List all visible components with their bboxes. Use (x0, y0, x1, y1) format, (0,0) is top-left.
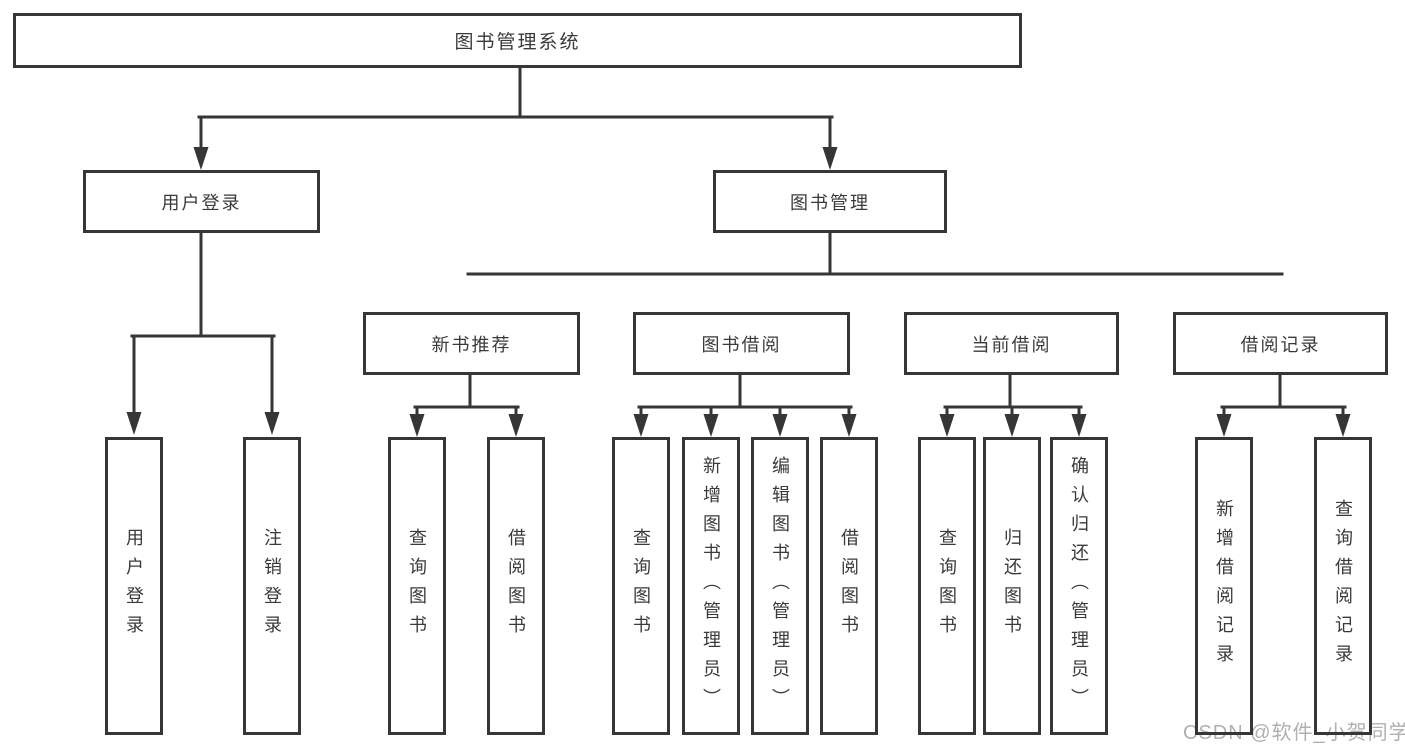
leaf-current-return-books-label: 归还图书 (1002, 528, 1022, 644)
leaf-records-add-record-label: 新增借阅记录 (1214, 499, 1234, 673)
leaf-recommend-borrow-books-label: 借阅图书 (506, 528, 526, 644)
leaf-borrowing-add-books-admin-label: 新增图书（管理员） (701, 455, 721, 717)
node-new-book-recommend: 新书推荐 (363, 312, 580, 375)
node-user-login-label: 用户登录 (161, 192, 242, 213)
leaf-recommend-query-books-label: 查询图书 (407, 528, 427, 644)
leaf-current-query-books-label: 查询图书 (937, 528, 957, 644)
leaf-records-add-record: 新增借阅记录 (1195, 437, 1253, 735)
leaf-recommend-query-books: 查询图书 (388, 437, 446, 735)
leaf-records-query-record: 查询借阅记录 (1314, 437, 1372, 735)
leaf-login-logout: 注销登录 (243, 437, 301, 735)
leaf-borrowing-query-books-label: 查询图书 (631, 528, 651, 644)
leaf-current-query-books: 查询图书 (918, 437, 976, 735)
leaf-recommend-borrow-books: 借阅图书 (487, 437, 545, 735)
leaf-current-return-books: 归还图书 (983, 437, 1041, 735)
node-borrowing-records: 借阅记录 (1173, 312, 1388, 375)
node-user-login: 用户登录 (83, 170, 320, 233)
node-root: 图书管理系统 (13, 13, 1022, 68)
leaf-current-confirm-return-admin-label: 确认归还（管理员） (1069, 455, 1089, 717)
leaf-login-logout-label: 注销登录 (262, 528, 282, 644)
node-book-management-label: 图书管理 (790, 192, 870, 213)
node-book-management: 图书管理 (713, 170, 947, 233)
leaf-borrowing-query-books: 查询图书 (612, 437, 670, 735)
node-current-borrowing: 当前借阅 (904, 312, 1119, 375)
leaf-records-query-record-label: 查询借阅记录 (1333, 499, 1353, 673)
leaf-borrowing-edit-books-admin: 编辑图书（管理员） (751, 437, 809, 735)
node-book-borrowing: 图书借阅 (633, 312, 850, 375)
node-borrowing-records-label: 借阅记录 (1240, 334, 1321, 355)
node-current-borrowing-label: 当前借阅 (971, 334, 1052, 355)
watermark: CSDN @软件_小贺同学 (1183, 722, 1405, 744)
leaf-borrowing-borrow-books-label: 借阅图书 (839, 528, 859, 644)
leaf-borrowing-add-books-admin: 新增图书（管理员） (682, 437, 740, 735)
leaf-login-user-login: 用户登录 (105, 437, 163, 735)
leaf-borrowing-edit-books-admin-label: 编辑图书（管理员） (770, 455, 790, 717)
node-new-book-recommend-label: 新书推荐 (431, 334, 512, 355)
leaf-current-confirm-return-admin: 确认归还（管理员） (1050, 437, 1108, 735)
node-root-label: 图书管理系统 (454, 32, 581, 53)
leaf-borrowing-borrow-books: 借阅图书 (820, 437, 878, 735)
node-book-borrowing-label: 图书借阅 (701, 334, 782, 355)
leaf-login-user-login-label: 用户登录 (124, 528, 144, 644)
